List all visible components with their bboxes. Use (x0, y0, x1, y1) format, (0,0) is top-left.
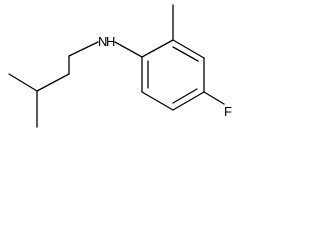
atom-label-h: H (106, 34, 115, 49)
ring-double-bond-bottom-right (172, 88, 198, 104)
ring-bond-1 (141, 39, 174, 58)
atom-label-f: F (224, 104, 232, 119)
bond-methyl-left-to-branch (8, 73, 38, 92)
bond-nh-to-ring (114, 41, 143, 58)
bond-ring-to-fluorine (203, 91, 225, 105)
ring-double-bond-top (172, 46, 199, 62)
molecule-canvas: N H F (8, 4, 232, 128)
bond-branch-to-ch2-a (36, 73, 70, 92)
atom-label-n: N (98, 34, 107, 49)
ring-bond-4 (172, 91, 205, 111)
ring-bond-5 (141, 91, 174, 111)
ring-bond-2 (172, 39, 205, 59)
structure-diagram: N H F (8, 4, 232, 128)
bond-ch2-b-to-nh (68, 41, 99, 57)
